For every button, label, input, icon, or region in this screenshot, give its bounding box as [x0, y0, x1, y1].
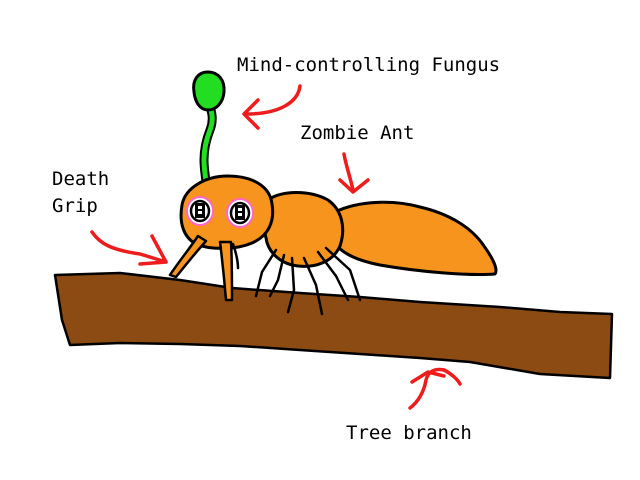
- ant-mandible-right: [218, 240, 234, 302]
- label-death: Death: [52, 168, 110, 190]
- ant-legs: [254, 246, 362, 316]
- ant-eye-left: [186, 196, 214, 226]
- arrow-death-grip: [90, 230, 168, 266]
- ant-thorax: [261, 191, 345, 268]
- ant-mandible-jaw: [231, 242, 240, 270]
- fungus-cap: [192, 70, 226, 112]
- ant-abdomen: [329, 200, 498, 277]
- ant-eye-right: [226, 198, 254, 228]
- label-grip: Grip: [52, 195, 98, 217]
- arrow-zombie-ant: [338, 152, 370, 194]
- arrow-tree-branch: [408, 367, 462, 410]
- label-tree-branch: Tree branch: [346, 422, 472, 444]
- label-zombie-ant: Zombie Ant: [300, 122, 415, 144]
- label-mind-controlling-fungus: Mind-controlling Fungus: [237, 54, 501, 76]
- tree-branch: [53, 271, 614, 380]
- ant-mandible-left: [168, 234, 208, 279]
- arrow-fungus: [242, 84, 302, 130]
